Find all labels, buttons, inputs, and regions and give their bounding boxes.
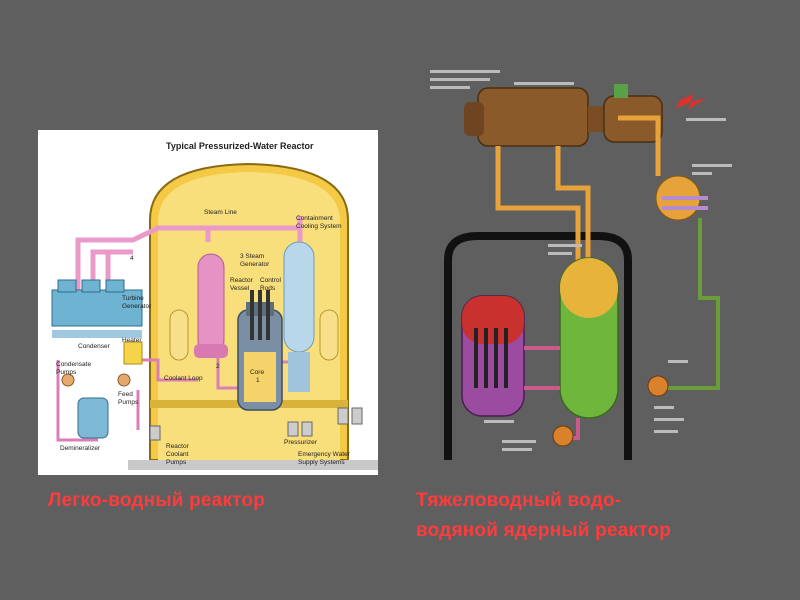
label-steam-line: Steam Line [204, 209, 237, 216]
reactor-vessel [237, 290, 283, 411]
accumulator-tank-right [319, 309, 339, 361]
feed-pump-icon [117, 373, 131, 387]
label-heater: Heater [122, 337, 142, 344]
label-coolant-loop: Coolant Loop [164, 375, 203, 382]
heater-unit [123, 341, 143, 365]
phwr-diagram-svg [430, 70, 732, 460]
label-containment: Containment [296, 215, 333, 222]
label-coolant-pumps-2: Coolant [166, 451, 189, 458]
caption-light-water-reactor: Легко-водный реактор [48, 490, 266, 511]
condenser-unit [52, 330, 142, 338]
label-emergency-2: Supply Systems [298, 459, 345, 466]
label-condenser: Condenser [78, 343, 111, 350]
label-containment-2: Cooling System [296, 223, 342, 230]
pwr-title: Typical Pressurized-Water Reactor [166, 141, 314, 151]
label-control-rods-2: Rods [260, 285, 276, 292]
label-condensate-pumps-2: Pumps [56, 369, 77, 376]
steam-generator [194, 253, 228, 358]
label-control-rods: Control [260, 277, 282, 284]
label-feed-pumps-2: Pumps [118, 399, 139, 406]
steam-generator [559, 257, 619, 419]
coolant-pump-icon [552, 425, 574, 447]
turbine-generator-unit [464, 84, 663, 147]
feedwater-pipes [658, 218, 720, 390]
label-reactor-vessel-2: Vessel [230, 285, 250, 292]
label-reactor-vessel: Reactor [230, 277, 254, 284]
electricity-icon [676, 94, 706, 110]
label-coolant-pumps-3: Pumps [166, 459, 187, 466]
label-num-2: 2 [216, 363, 220, 370]
reactor-vessel [461, 295, 525, 417]
pwr-diagram-svg: Typical Pressurized-Water Reactor [38, 130, 378, 475]
demineralizer-tank [77, 397, 109, 439]
steam-pipes [495, 115, 661, 266]
base-ground [128, 460, 378, 470]
caption-heavy-water-line2: водяной ядерный реактор [416, 520, 672, 541]
feed-pump-icon [647, 375, 669, 397]
label-condensate-pumps: Condensate [56, 361, 91, 368]
label-coolant-pumps: Reactor [166, 443, 190, 450]
small-labels [430, 70, 732, 451]
caption-heavy-water-reactor: Тяжеловодный водо- водяной ядерный реакт… [416, 486, 671, 546]
label-emergency: Emergency Water [298, 451, 351, 458]
label-turbine-2: Generator [122, 303, 152, 310]
caption-heavy-water-line1: Тяжеловодный водо- [416, 490, 622, 511]
label-pressurizer: Pressurizer [284, 439, 318, 446]
label-steam-generator-2: Generator [240, 261, 270, 268]
pwr-diagram: Typical Pressurized-Water Reactor [38, 130, 378, 475]
label-core: Core [250, 369, 264, 376]
label-feed-pumps: Feed [118, 391, 133, 398]
emergency-water-tanks [287, 407, 363, 437]
coolant-pump-icon [149, 425, 161, 441]
label-demineralizer: Demineralizer [60, 445, 101, 452]
label-core-num: 1 [256, 377, 260, 384]
condenser-unit [655, 175, 708, 221]
label-steam-generator: 3 Steam [240, 253, 264, 260]
label-num-4: 4 [130, 255, 134, 262]
condensate-pump-icon [61, 373, 75, 387]
containment-wall [444, 232, 632, 460]
phwr-diagram [418, 58, 768, 463]
steam-pipes [75, 216, 303, 290]
accumulator-tank-left [169, 309, 189, 361]
turbine-generator [51, 279, 143, 327]
label-turbine: Turbine [122, 295, 144, 302]
pressurizer-vessel [283, 241, 315, 392]
